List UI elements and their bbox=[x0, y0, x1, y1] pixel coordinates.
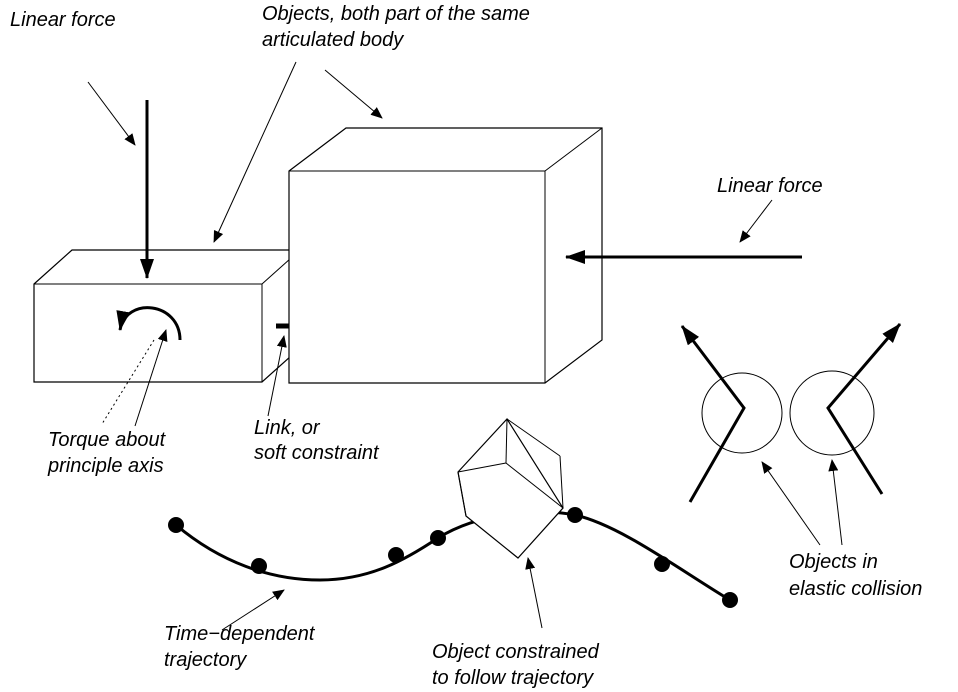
torque-arc bbox=[116, 306, 182, 341]
leader-link bbox=[267, 335, 287, 417]
label-torque-line2: principle axis bbox=[47, 455, 164, 477]
leader-arrows bbox=[87, 61, 843, 631]
small-articulated-box bbox=[33, 249, 301, 383]
principal-axis-line bbox=[101, 339, 155, 425]
leader-constrained-object bbox=[525, 557, 543, 629]
label-linear-force-right: Linear force bbox=[717, 175, 823, 197]
label-link-line2: soft constraint bbox=[254, 442, 380, 464]
label-elastic-collision: Objects in elastic collision bbox=[789, 551, 922, 600]
collision-path-left bbox=[680, 325, 746, 503]
label-articulated-line2: articulated body bbox=[262, 29, 404, 51]
trajectory-point bbox=[654, 556, 670, 572]
label-trajectory: Time−dependent trajectory bbox=[164, 623, 320, 671]
label-constrained-object: Object constrained to follow trajectory bbox=[432, 641, 604, 689]
label-link: Link, or soft constraint bbox=[254, 417, 380, 464]
label-torque: Torque about principle axis bbox=[47, 429, 171, 477]
leader-trajectory bbox=[221, 589, 285, 631]
leader-collision-right bbox=[828, 459, 843, 546]
label-trajectory-line1: Time−dependent bbox=[164, 623, 316, 645]
label-elastic-line2: elastic collision bbox=[789, 578, 922, 600]
label-articulated-body: Objects, both part of the same articulat… bbox=[262, 3, 535, 51]
collision-circle-left bbox=[701, 372, 783, 454]
trajectory-curve bbox=[175, 510, 731, 602]
label-linear-force-left: Linear force bbox=[10, 9, 116, 31]
trajectory-point bbox=[430, 530, 446, 546]
leader-collision-left bbox=[761, 461, 821, 546]
label-trajectory-line2: trajectory bbox=[164, 649, 247, 671]
leader-linear-force-right bbox=[739, 199, 773, 243]
trajectory-point bbox=[168, 517, 184, 533]
large-articulated-box bbox=[288, 127, 603, 384]
collision-path-right bbox=[826, 323, 902, 495]
label-articulated-line1: Objects, both part of the same bbox=[262, 3, 530, 25]
label-torque-line1: Torque about bbox=[48, 429, 167, 451]
trajectory-point bbox=[388, 547, 404, 563]
constrained-cube bbox=[457, 418, 564, 559]
label-elastic-line1: Objects in bbox=[789, 551, 878, 573]
leader-torque bbox=[134, 329, 168, 427]
trajectory-point bbox=[251, 558, 267, 574]
trajectory-points bbox=[168, 507, 738, 608]
leader-linear-force-left bbox=[87, 81, 136, 146]
collision-circle-right bbox=[789, 370, 875, 456]
leader-articulated-large bbox=[324, 69, 383, 119]
trajectory-point bbox=[722, 592, 738, 608]
label-constrained-line1: Object constrained bbox=[432, 641, 600, 663]
trajectory-point bbox=[567, 507, 583, 523]
label-link-line1: Link, or bbox=[254, 417, 321, 439]
label-constrained-line2: to follow trajectory bbox=[432, 667, 594, 689]
leader-articulated-small bbox=[213, 61, 297, 243]
